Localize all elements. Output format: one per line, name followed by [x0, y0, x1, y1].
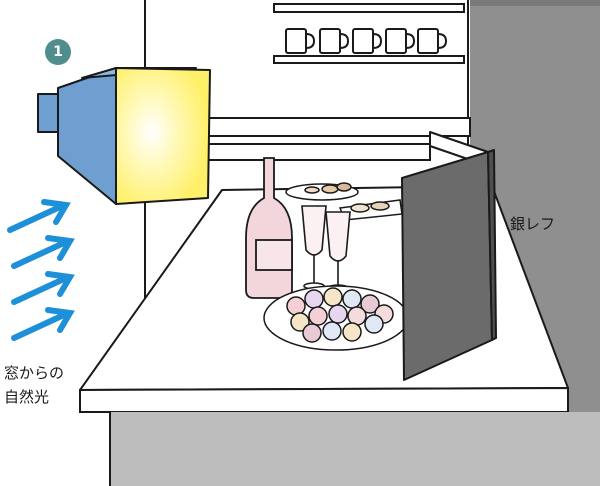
macaron [302, 323, 322, 343]
macaron-platter [263, 285, 409, 351]
mug [385, 28, 416, 54]
window-light-label-line1: 窓からの [4, 364, 65, 382]
macaron [322, 321, 342, 341]
macaron [342, 322, 362, 342]
light-arrow [11, 271, 75, 305]
counter-front [110, 412, 600, 486]
back-rail [144, 117, 471, 161]
countertop-edge [79, 386, 569, 413]
reflector-label: 銀レフ [510, 215, 556, 233]
cabinet-top [470, 0, 600, 6]
light-arrow [7, 199, 71, 233]
macaron [347, 306, 367, 326]
silver-reflector [401, 131, 497, 381]
macaron [342, 289, 362, 309]
step-number-badge: 1 [45, 39, 71, 65]
softbox-light [37, 67, 211, 205]
macaron [364, 314, 384, 334]
macaron [304, 289, 324, 309]
macaron [290, 312, 310, 332]
window-light-label-line2: 自然光 [4, 388, 50, 406]
macaron [286, 296, 306, 316]
mug [352, 28, 383, 54]
mug [319, 28, 350, 54]
back-tray [285, 182, 359, 201]
window-light-arrows [7, 199, 75, 341]
macaron [360, 294, 380, 314]
macaron [328, 304, 348, 324]
light-arrow [11, 307, 75, 341]
macaron [308, 306, 328, 326]
light-arrow [11, 235, 75, 269]
mug-row [285, 28, 448, 54]
cup-shelf [273, 3, 465, 64]
macaron [323, 287, 343, 307]
mug [285, 28, 316, 54]
mug [417, 28, 448, 54]
wine-bottle [245, 157, 293, 299]
